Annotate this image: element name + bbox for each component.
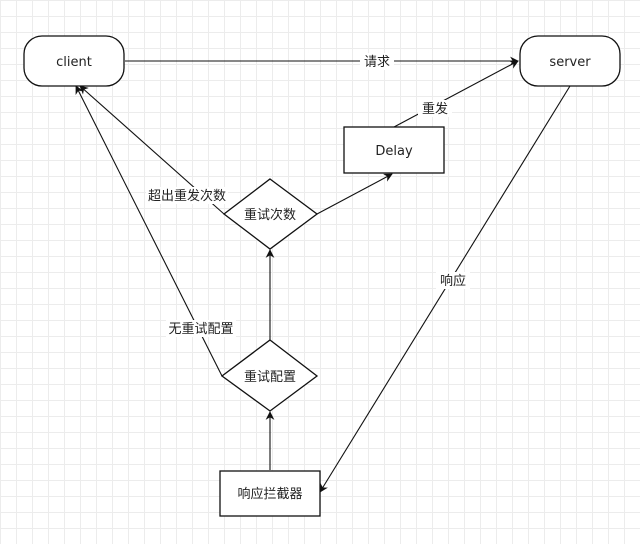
edge-label-no-retry-config: 无重试配置 xyxy=(168,321,233,337)
node-delay-label: Delay xyxy=(375,144,413,159)
node-server[interactable]: server xyxy=(519,35,621,87)
node-retry-config-label: 重试配置 xyxy=(244,369,296,385)
edge-retry-count-to-delay xyxy=(316,173,393,215)
node-retry-count[interactable]: 重试次数 xyxy=(222,178,319,250)
edges xyxy=(75,56,571,493)
edge-label-response: 响应 xyxy=(440,273,466,289)
node-client[interactable]: client xyxy=(23,35,125,87)
edge-labels: 请求 重发 超出重发次数 响应 无重试配置 xyxy=(146,53,470,337)
edge-label-exceed-retry-count: 超出重发次数 xyxy=(148,188,226,204)
node-server-label: server xyxy=(549,55,591,70)
edge-resend xyxy=(393,60,519,128)
node-client-label: client xyxy=(56,55,92,70)
node-retry-count-label: 重试次数 xyxy=(244,207,296,223)
edge-label-resend: 重发 xyxy=(422,101,448,117)
node-response-interceptor[interactable]: 响应拦截器 xyxy=(219,470,321,517)
node-response-interceptor-label: 响应拦截器 xyxy=(237,486,302,502)
edge-label-request: 请求 xyxy=(364,55,390,70)
node-retry-config[interactable]: 重试配置 xyxy=(220,339,319,412)
node-delay[interactable]: Delay xyxy=(343,126,445,174)
